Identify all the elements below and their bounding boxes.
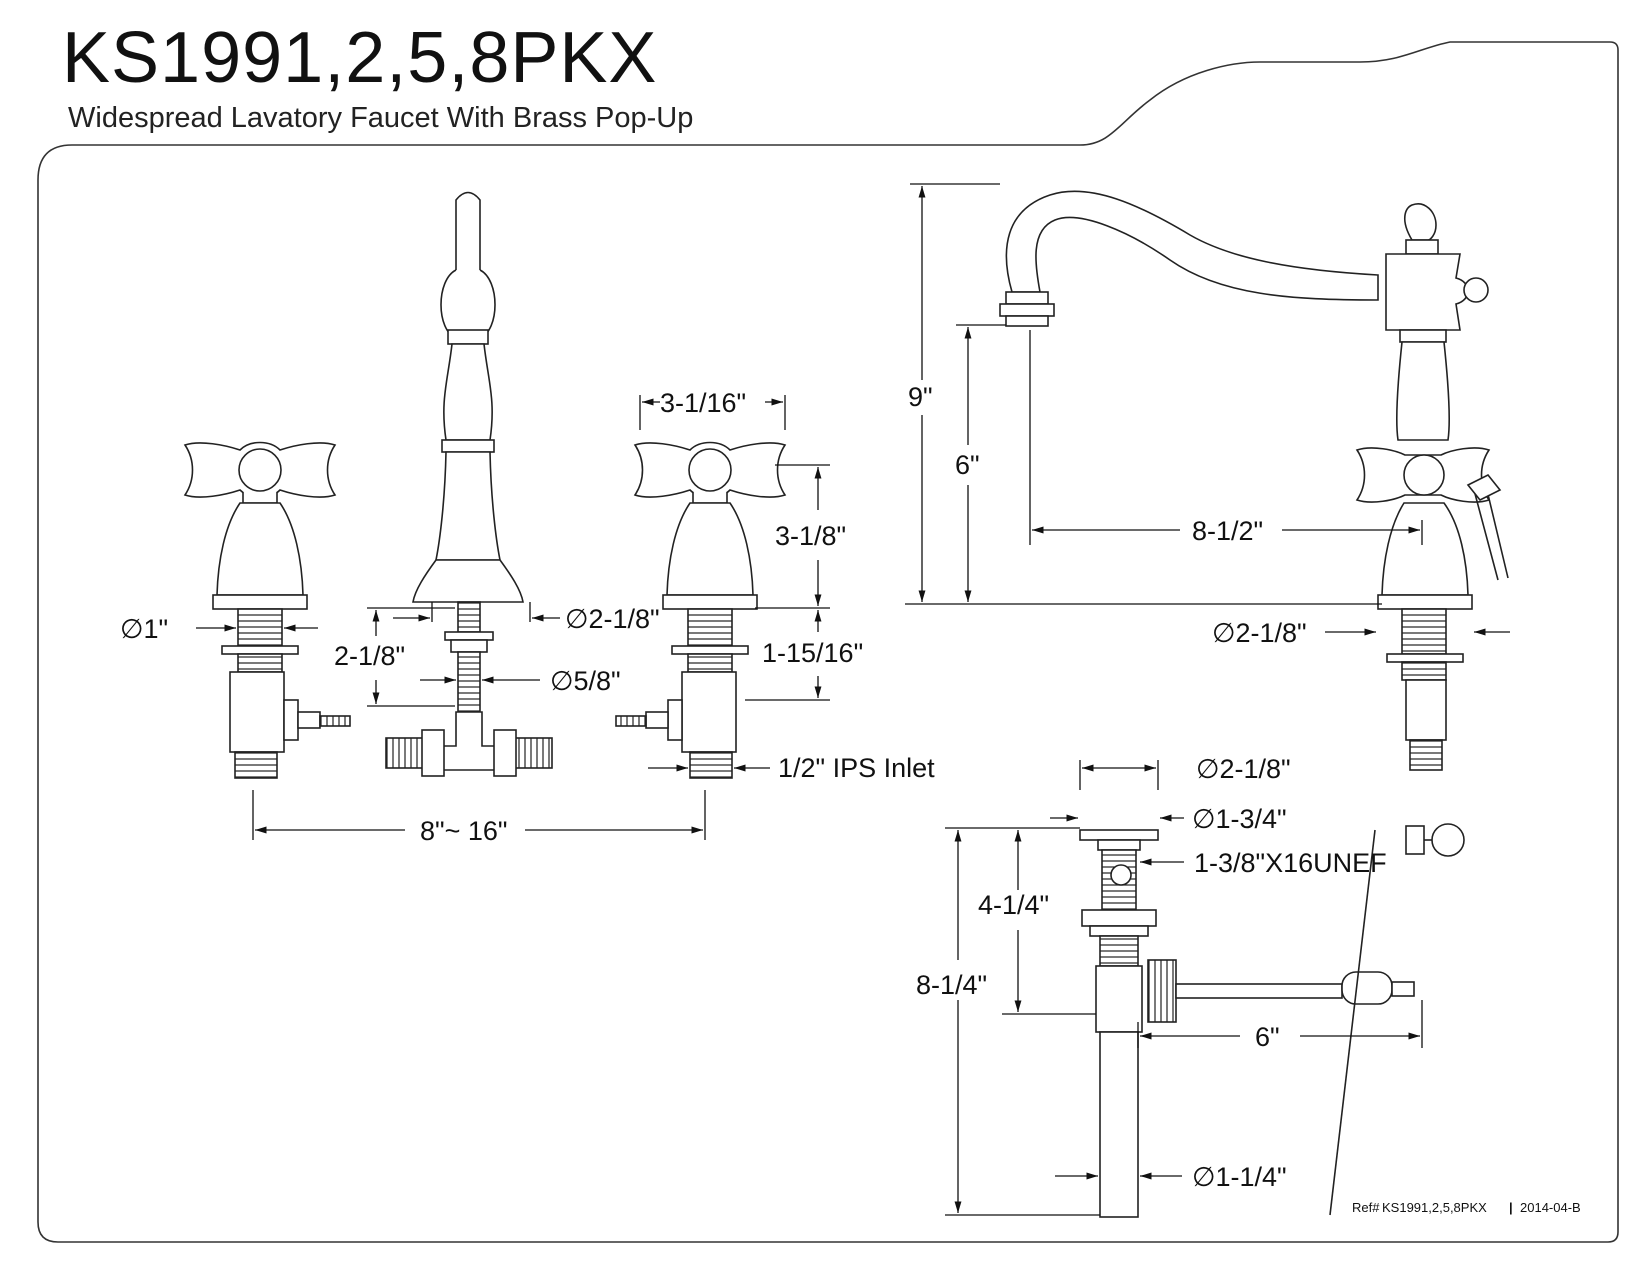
popup-drain-assembly	[1079, 823, 1465, 1218]
left-handle-assembly	[183, 441, 351, 779]
dim-spread: 8"~ 16"	[420, 816, 508, 846]
spout-body-front	[443, 343, 493, 441]
dim-overall-height: 9"	[908, 382, 933, 412]
dim-rod-length: 6"	[1255, 1022, 1280, 1052]
dim-spout-reach: 8-1/2"	[1192, 516, 1263, 546]
dim-drain-total-length: 8-1/4"	[916, 970, 987, 1000]
dim-handle-height: 3-1/8"	[775, 521, 846, 551]
side-view-faucet	[999, 190, 1509, 771]
dim-spout-base-dia: ∅2-1/8"	[565, 604, 660, 634]
spout-front-assembly	[385, 191, 553, 777]
product-subtitle: Widespread Lavatory Faucet With Brass Po…	[68, 102, 694, 134]
dim-drain-thread: 1-3/8"X16UNEF	[1194, 848, 1387, 878]
dim-shank-dia-handle: ∅1"	[120, 614, 168, 644]
model-title: KS1991,2,5,8PKX	[62, 18, 658, 98]
dim-valve-shank-length: 1-15/16"	[762, 638, 863, 668]
spout-arc-side	[1005, 190, 1379, 301]
dim-drain-body-dia: ∅1-3/4"	[1192, 804, 1287, 834]
ref-separator: |	[1509, 1200, 1513, 1215]
left-valve-bell	[216, 502, 304, 596]
ref-label: Ref#	[1352, 1200, 1380, 1215]
dim-tailpiece-dia: ∅1-1/4"	[1192, 1162, 1287, 1192]
drawing-frame	[37, 41, 1619, 1243]
dim-side-base-dia: ∅2-1/8"	[1212, 618, 1307, 648]
right-handle-assembly	[615, 441, 787, 779]
dim-drain-flange-dia: ∅2-1/8"	[1196, 754, 1291, 784]
dim-inlet: 1/2" IPS Inlet	[778, 753, 935, 783]
dim-spout-height: 6"	[955, 450, 980, 480]
dim-drain-upper-length: 4-1/4"	[978, 890, 1049, 920]
dim-spout-shank-length: 2-1/8"	[334, 641, 405, 671]
dim-handle-width: 3-1/16"	[660, 388, 746, 418]
ref-model: KS1991,2,5,8PKX	[1382, 1200, 1487, 1215]
dim-spout-shank-dia: ∅5/8"	[550, 666, 621, 696]
ref-revision: 2014-04-B	[1520, 1200, 1581, 1215]
